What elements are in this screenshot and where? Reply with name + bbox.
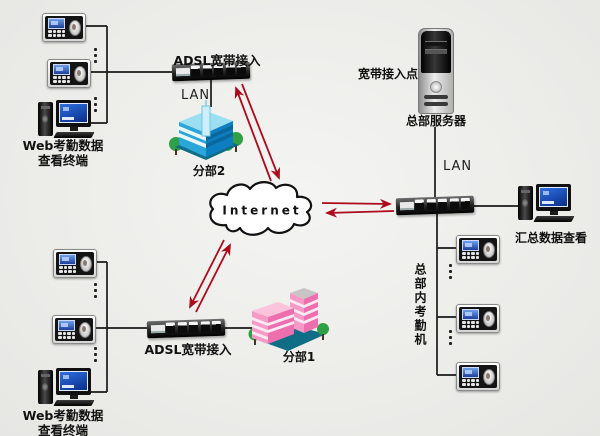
branch2-label: 分部2 (192, 164, 226, 178)
ellipsis-dots (449, 264, 452, 279)
internet-label: Internet (222, 203, 302, 218)
arrow-branch2-up (234, 86, 272, 182)
ellipsis-dots (94, 347, 97, 362)
internet-cloud: Internet (204, 178, 320, 244)
broadband-access-point-label: 宽带接入点 (357, 67, 419, 81)
fingerprint-sensor (74, 66, 86, 82)
web-terminal-label-line1: Web考勤数据 (22, 138, 104, 153)
attendance-terminal-icon (53, 249, 97, 278)
pc-tower (518, 186, 533, 220)
attendance-terminal-icon (456, 304, 500, 333)
pc-monitor (56, 368, 91, 395)
device-keypad (53, 76, 70, 83)
device-screen (48, 18, 65, 29)
arrow-hq-left (325, 207, 395, 218)
pc-tower (38, 370, 53, 404)
internet-cloud-icon (209, 181, 313, 236)
arrow-branch1-up (195, 243, 231, 313)
workstation-icon (518, 184, 575, 226)
pc-tower (38, 102, 53, 136)
fingerprint-sensor (69, 20, 81, 36)
attendance-terminal-icon (42, 13, 86, 42)
monitor-stand (70, 127, 78, 131)
lan-label-right: LAN (443, 159, 473, 174)
attendance-terminal-icon (456, 362, 500, 391)
arrow-branch2-down (241, 83, 280, 180)
lan-label-top: LAN (181, 88, 211, 103)
device-keypad (48, 30, 65, 37)
server-tower-icon (418, 28, 454, 114)
device-screen (462, 309, 479, 320)
adsl-router-label-bottom: ADSL宽带接入 (144, 342, 232, 357)
web-terminal-label-bottom: Web考勤数据 查看终端 (23, 408, 104, 436)
workstation-icon (38, 100, 95, 142)
web-terminal-label-line1: Web考勤数据 (22, 408, 104, 423)
attendance-terminal-icon (47, 59, 91, 88)
device-keypad (462, 252, 479, 259)
device-screen (58, 320, 75, 331)
device-screen (59, 254, 76, 265)
branch1-label: 分部1 (282, 350, 316, 364)
pc-monitor (56, 100, 91, 127)
server-vent (424, 95, 448, 99)
fingerprint-sensor (79, 322, 91, 338)
device-keypad (59, 266, 76, 273)
fingerprint-sensor (483, 242, 495, 258)
monitor-stand (550, 211, 558, 215)
fingerprint-sensor (483, 369, 495, 385)
pc-screen (539, 187, 568, 207)
server-vent (424, 102, 448, 106)
hq-attendance-machines-label: 总部内考勤机 (413, 263, 427, 347)
device-screen (462, 367, 479, 378)
summary-data-view-label: 汇总数据查看 (514, 231, 588, 245)
web-terminal-label-top: Web考勤数据 查看终端 (23, 138, 104, 168)
fingerprint-sensor (483, 311, 495, 327)
ellipsis-dots (94, 283, 97, 298)
server-power-button (430, 81, 442, 93)
hq-server-label: 总部服务器 (405, 114, 467, 128)
building-icon-branch2 (167, 100, 245, 164)
web-terminal-label-line2: 查看终端 (37, 153, 88, 168)
server-drive-bay (421, 31, 451, 73)
pc-screen (59, 371, 88, 391)
web-terminal-label-line2: 查看终端 (37, 423, 88, 436)
pc-screen (59, 103, 88, 123)
ellipsis-dots (94, 48, 97, 63)
building-icon-branch1 (248, 283, 330, 351)
adsl-router-label-top: ADSL宽带接入 (173, 53, 261, 68)
device-keypad (462, 321, 479, 328)
monitor-stand (70, 395, 78, 399)
device-screen (462, 240, 479, 251)
arrow-branch1-down (189, 239, 225, 309)
device-keypad (58, 332, 75, 339)
attendance-terminal-icon (456, 235, 500, 264)
device-keypad (462, 379, 479, 386)
arrow-hq-right (321, 198, 392, 209)
fingerprint-sensor (80, 256, 92, 272)
pc-monitor (536, 184, 571, 211)
workstation-icon (38, 368, 95, 410)
ellipsis-dots (94, 97, 97, 112)
attendance-terminal-icon (52, 315, 96, 344)
ellipsis-dots (449, 330, 452, 345)
device-screen (53, 64, 70, 75)
